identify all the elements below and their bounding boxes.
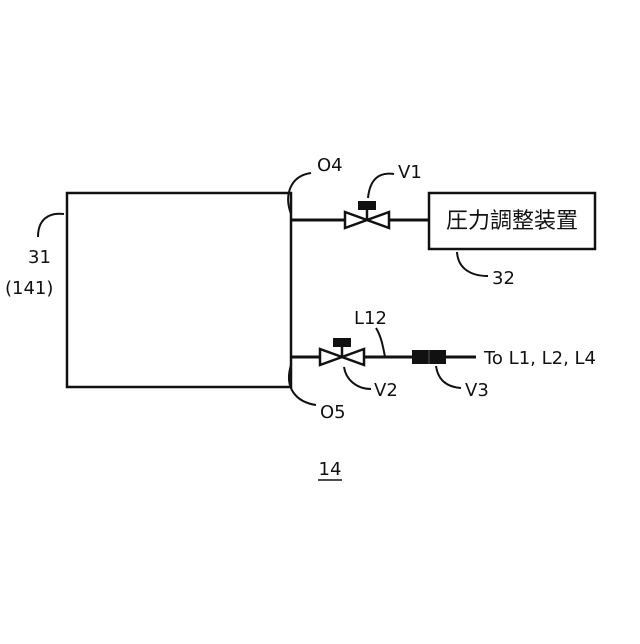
label-o5: O5 xyxy=(320,402,346,423)
leader-l12 xyxy=(376,328,385,357)
label-o4: O4 xyxy=(317,155,343,176)
figure-number: 14 xyxy=(319,459,342,480)
valve-v1-icon xyxy=(345,201,389,228)
label-32: 32 xyxy=(492,268,515,289)
label-31: 31 xyxy=(28,247,51,268)
label-v1: V1 xyxy=(398,162,422,183)
leader-v2 xyxy=(344,367,371,389)
chamber-box xyxy=(67,193,291,387)
leader-v1 xyxy=(368,174,394,198)
outlet-label: To L1, L2, L4 xyxy=(483,348,596,369)
leader-o5 xyxy=(289,365,316,405)
label-l12: L12 xyxy=(354,308,387,329)
leader-32 xyxy=(457,252,488,276)
valve-v2-icon xyxy=(320,338,364,365)
leader-v3 xyxy=(436,366,461,388)
label-v3: V3 xyxy=(465,380,489,401)
label-v2: V2 xyxy=(374,380,398,401)
label-141: (141) xyxy=(5,278,53,299)
pressure-device-label: 圧力調整装置 xyxy=(446,209,578,234)
leader-31 xyxy=(38,214,64,237)
